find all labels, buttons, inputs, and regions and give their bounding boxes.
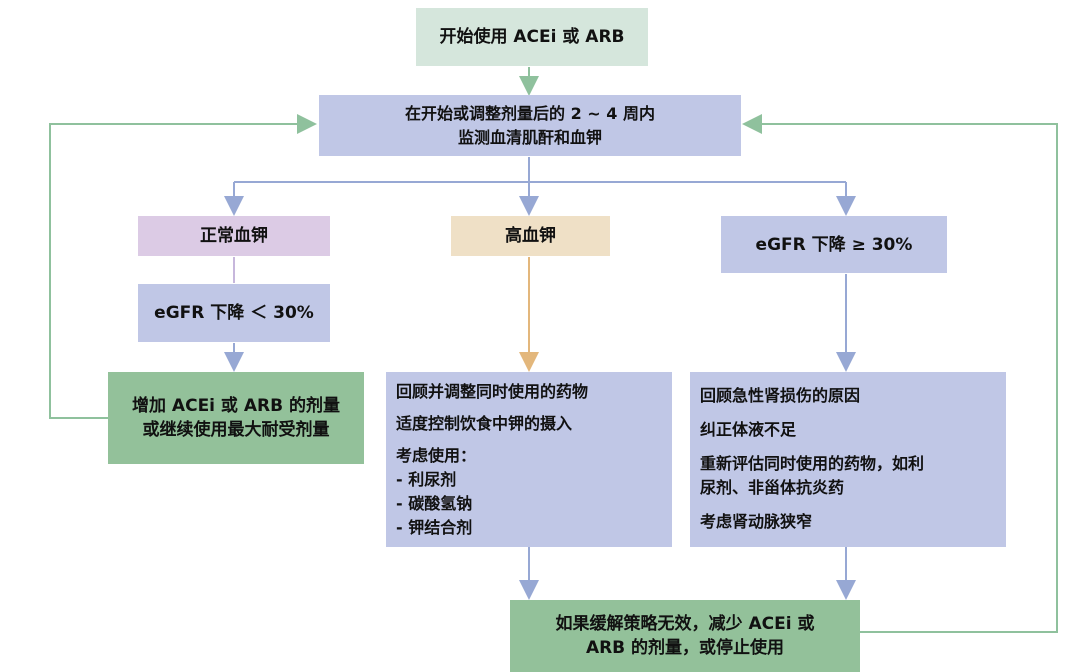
high-k-title: 高血钾: [505, 226, 556, 246]
egfr-item-reassess-line-2: 尿剂、非甾体抗炎药: [700, 478, 845, 497]
egfr-drop-box: eGFR 下降 ≥ 30%: [721, 216, 947, 273]
loop-arrow-right: [742, 114, 1058, 633]
final-line-1: 如果缓解策略无效，减少 ACEi 或: [555, 614, 815, 634]
increase-dose-line-1: 增加 ACEi 或 ARB 的剂量: [132, 396, 340, 416]
egfr-drop-actions-box: 回顾急性肾损伤的原因 纠正体液不足 重新评估同时使用的药物，如利 尿剂、非甾体抗…: [690, 372, 1006, 547]
egfr-item-reassess-line-1: 重新评估同时使用的药物，如利: [700, 454, 925, 473]
egfr-item-aki: 回顾急性肾损伤的原因: [700, 386, 861, 405]
increase-dose-box: 增加 ACEi 或 ARB 的剂量 或继续使用最大耐受剂量: [108, 372, 364, 464]
monitor-line-2: 监测血清肌酐和血钾: [457, 127, 602, 147]
final-box: 如果缓解策略无效，减少 ACEi 或 ARB 的剂量，或停止使用: [510, 600, 860, 672]
high-k-actions-box: 回顾并调整同时使用的药物 适度控制饮食中钾的摄入 考虑使用： - 利尿剂 - 碳…: [386, 372, 672, 547]
increase-dose-line-2: 或继续使用最大耐受剂量: [142, 420, 330, 440]
egfr-item-stenosis: 考虑肾动脉狭窄: [700, 512, 813, 531]
high-k-item-diet: 适度控制饮食中钾的摄入: [396, 414, 573, 433]
egfr-under-box: eGFR 下降 ＜ 30%: [138, 284, 330, 342]
high-k-box: 高血钾: [451, 216, 610, 256]
high-k-item-bicarbonate: - 碳酸氢钠: [396, 494, 473, 513]
egfr-drop-title: eGFR 下降 ≥ 30%: [755, 234, 913, 255]
high-k-item-diuretic: - 利尿剂: [396, 470, 457, 489]
high-k-item-review-drugs: 回顾并调整同时使用的药物: [396, 382, 589, 401]
high-k-item-consider: 考虑使用：: [396, 446, 477, 465]
normal-k-box: 正常血钾: [138, 216, 330, 256]
monitor-box: 在开始或调整剂量后的 2 ~ 4 周内 监测血清肌酐和血钾: [319, 95, 741, 156]
high-k-item-binder: - 钾结合剂: [396, 518, 473, 537]
final-line-2: ARB 的剂量，或停止使用: [585, 638, 785, 658]
start-box: 开始使用 ACEi 或 ARB: [416, 8, 648, 66]
start-text: 开始使用 ACEi 或 ARB: [439, 27, 625, 47]
egfr-item-fluid: 纠正体液不足: [700, 420, 797, 439]
egfr-under-text: eGFR 下降 ＜ 30%: [154, 303, 314, 323]
monitor-line-1: 在开始或调整剂量后的 2 ~ 4 周内: [405, 103, 655, 123]
normal-k-title: 正常血钾: [200, 226, 268, 246]
loop-arrow-left: [49, 114, 317, 419]
